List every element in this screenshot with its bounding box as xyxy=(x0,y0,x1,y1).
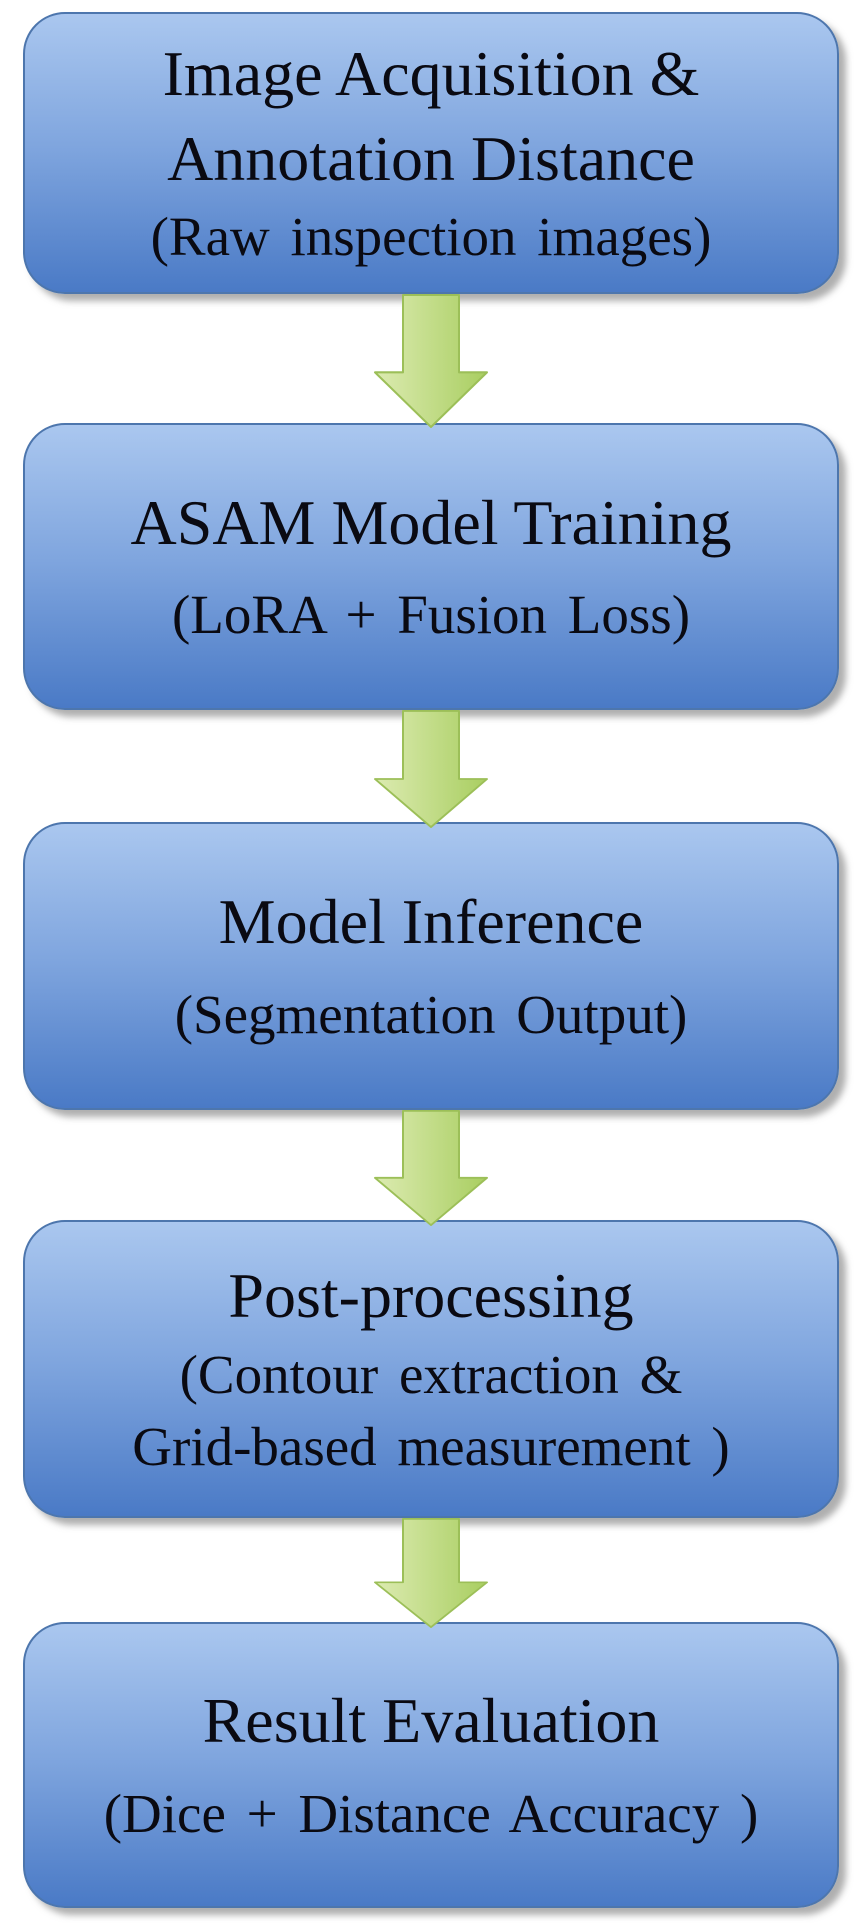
box-title: Model Inference xyxy=(218,886,644,958)
down-arrow-icon xyxy=(374,294,488,428)
down-arrow-connector-2 xyxy=(371,710,491,828)
box-subtitle: (LoRA + Fusion Loss) xyxy=(171,584,691,646)
down-arrow-icon xyxy=(374,1518,488,1628)
box-title: Post-processing xyxy=(228,1260,634,1332)
down-arrow-connector-1 xyxy=(371,294,491,428)
flow-box-asam-model-training: ASAM Model Training (LoRA + Fusion Loss) xyxy=(23,423,839,710)
down-arrow-connector-3 xyxy=(371,1110,491,1226)
down-arrow-connector-4 xyxy=(371,1518,491,1628)
flow-box-model-inference: Model Inference (Segmentation Output) xyxy=(23,822,839,1110)
down-arrow-icon xyxy=(374,1110,488,1226)
box-title: ASAM Model Training xyxy=(130,486,732,558)
flow-box-image-acquisition: Image Acquisition & Annotation Distance … xyxy=(23,12,839,294)
flow-box-result-evaluation: Result Evaluation (Dice + Distance Accur… xyxy=(23,1622,839,1908)
down-arrow-icon xyxy=(374,710,488,828)
box-subtitle-line: Grid-based measurement ) xyxy=(132,1416,730,1478)
flow-box-post-processing: Post-processing (Contour extraction & Gr… xyxy=(23,1220,839,1518)
box-title-line: Annotation Distance xyxy=(167,122,695,194)
box-subtitle: (Segmentation Output) xyxy=(174,983,688,1045)
box-subtitle: (Raw inspection images) xyxy=(150,206,712,268)
box-title: Result Evaluation xyxy=(202,1685,660,1757)
box-subtitle: (Dice + Distance Accuracy ) xyxy=(103,1782,759,1844)
box-title-line: Image Acquisition & xyxy=(162,38,700,110)
box-subtitle-line: (Contour extraction & xyxy=(179,1343,683,1405)
